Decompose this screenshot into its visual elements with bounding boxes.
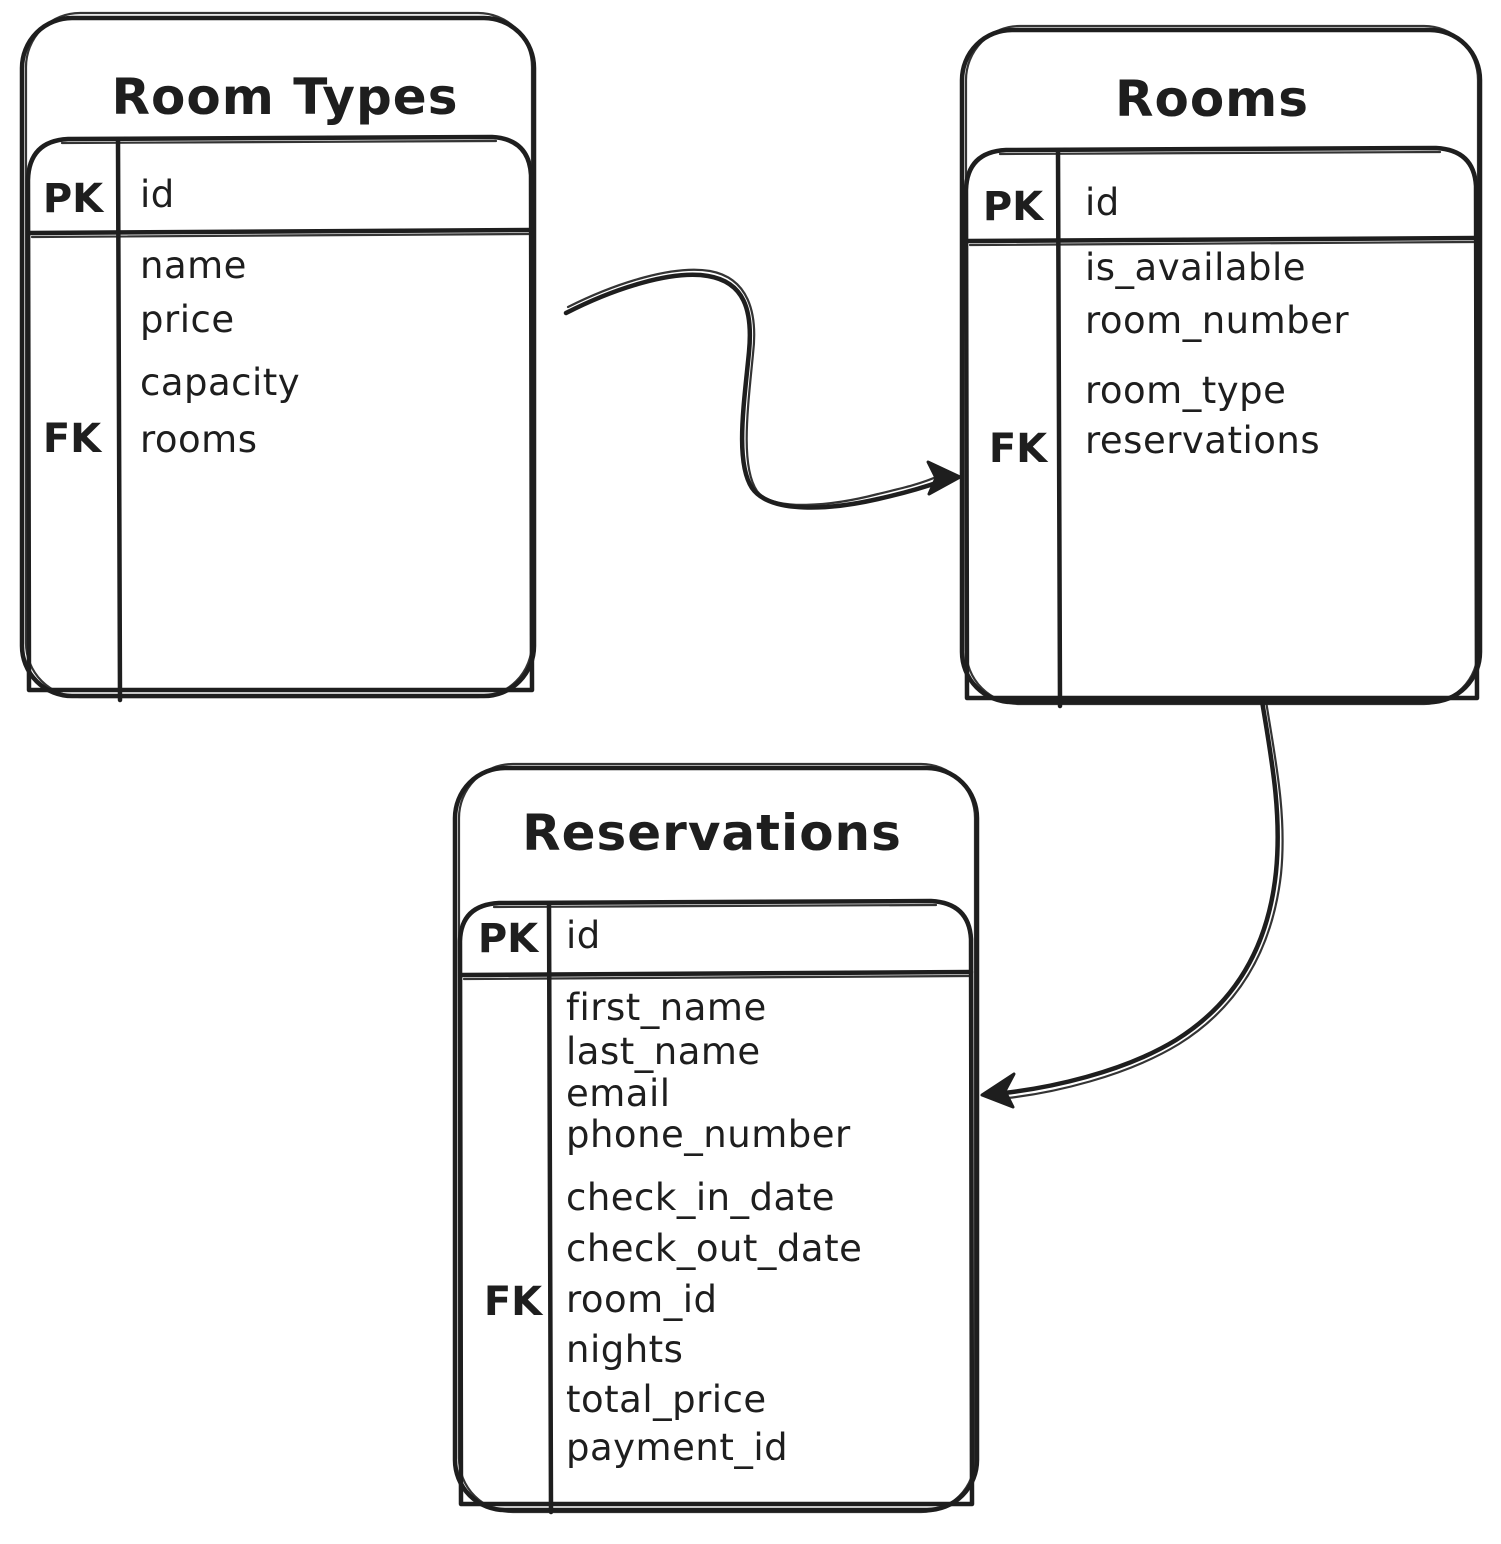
rooms-field-room-type: room_type [1085, 369, 1286, 412]
reservations-field-check-in-date: check_in_date [566, 1176, 835, 1219]
rooms-title: Rooms [1115, 70, 1309, 128]
rooms-fk-label: FK [989, 426, 1049, 472]
reservations-fk-label: FK [484, 1279, 544, 1325]
rooms-field-reservations: reservations [1085, 419, 1320, 462]
arrow-room-types-to-rooms-line-sketch [566, 268, 940, 506]
table-room-types: Room Types PK id FK name price capacity … [19, 11, 537, 703]
relationship-arrow-room-types-to-rooms [563, 268, 962, 510]
rooms-inner-border [963, 145, 1480, 701]
rooms-field-is-available: is_available [1085, 246, 1306, 289]
arrow-rooms-to-reservations-line [1001, 698, 1280, 1096]
reservations-field-total-price: total_price [566, 1378, 767, 1421]
reservations-field-last-name: last_name [566, 1030, 761, 1073]
reservations-field-first-name: first_name [566, 986, 767, 1029]
arrow-room-types-to-rooms-head [926, 460, 962, 496]
relationship-arrow-rooms-to-reservations [980, 698, 1284, 1109]
reservations-pk-label: PK [478, 916, 540, 962]
reservations-title: Reservations [522, 804, 902, 862]
room-types-key-column-divider [115, 138, 123, 703]
reservations-inner-border [457, 898, 975, 1507]
room-types-pk-row-divider-sketch [30, 232, 531, 239]
arrow-rooms-to-reservations-line-sketch [1006, 699, 1284, 1100]
reservations-inner-border-sketch [492, 903, 938, 909]
arrow-rooms-to-reservations-head [980, 1072, 1016, 1109]
reservations-field-check-out-date: check_out_date [566, 1227, 862, 1270]
rooms-pk-field: id [1085, 181, 1120, 224]
room-types-pk-row-divider [27, 227, 534, 236]
arrow-room-types-to-rooms-line [563, 272, 945, 510]
rooms-pk-row-divider [965, 235, 1479, 244]
reservations-field-email: email [566, 1072, 671, 1115]
reservations-pk-row-divider-sketch [462, 974, 971, 981]
rooms-pk-row-divider-sketch [968, 240, 1476, 247]
reservations-pk-field: id [566, 914, 601, 957]
room-types-pk-label: PK [43, 176, 105, 222]
reservations-field-payment-id: payment_id [566, 1426, 788, 1469]
room-types-inner-border-sketch [60, 139, 498, 145]
room-types-fk-label: FK [43, 416, 103, 462]
reservations-field-nights: nights [566, 1328, 683, 1371]
reservations-field-room-id: room_id [566, 1278, 717, 1321]
room-types-title: Room Types [112, 68, 459, 126]
rooms-field-room-number: room_number [1085, 299, 1349, 342]
room-types-field-rooms: rooms [140, 418, 258, 461]
room-types-pk-field: id [140, 173, 175, 216]
room-types-field-capacity: capacity [140, 361, 300, 404]
room-types-field-price: price [140, 298, 235, 341]
table-rooms: Rooms PK id FK is_available room_number … [959, 24, 1483, 709]
rooms-inner-border-sketch [998, 150, 1442, 156]
rooms-pk-label: PK [983, 184, 1045, 230]
reservations-pk-row-divider [459, 969, 974, 978]
reservations-key-column-divider [546, 902, 554, 1515]
room-types-field-name: name [140, 244, 247, 287]
room-types-inner-border [25, 134, 535, 693]
rooms-key-column-divider [1055, 149, 1063, 709]
reservations-field-phone-number: phone_number [566, 1113, 851, 1156]
reservations-outer-border [452, 765, 980, 1513]
rooms-outer-border [959, 27, 1483, 705]
table-reservations: Reservations PK id FK first_name last_na… [452, 762, 980, 1515]
